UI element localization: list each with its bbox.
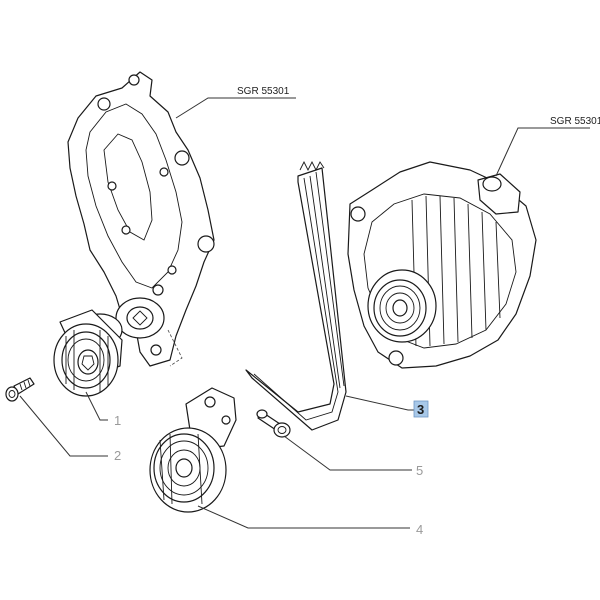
mounting-bracket[interactable] xyxy=(67,71,215,367)
tensioner-screw[interactable] xyxy=(5,377,35,402)
callout-highlight-box xyxy=(413,400,429,418)
callout-5-leader xyxy=(283,435,412,471)
callout-number-1[interactable]: 1 xyxy=(114,413,121,428)
callout-3-leader xyxy=(345,395,414,411)
alternator-ref-label: SGR 55301 xyxy=(550,116,600,127)
drive-belt[interactable] xyxy=(245,160,347,431)
callout-number-3[interactable]: 3 xyxy=(417,402,424,417)
callout-number-5[interactable]: 5 xyxy=(416,463,423,478)
callout-2-leader xyxy=(19,395,108,457)
tensioner-pulley[interactable] xyxy=(53,309,123,397)
alternator-ref-leader xyxy=(495,127,590,177)
callout-1-leader xyxy=(85,391,108,421)
bracket-ref-label: SGR 55301 xyxy=(237,86,290,97)
callout-4-leader xyxy=(197,505,410,529)
callout-number-2[interactable]: 2 xyxy=(114,448,121,463)
callout-number-4[interactable]: 4 xyxy=(416,522,423,537)
bracket-ref-leader xyxy=(175,97,296,119)
alternator[interactable] xyxy=(347,161,537,369)
idler-bolt[interactable] xyxy=(256,409,291,438)
idler-pulley[interactable] xyxy=(149,387,237,513)
